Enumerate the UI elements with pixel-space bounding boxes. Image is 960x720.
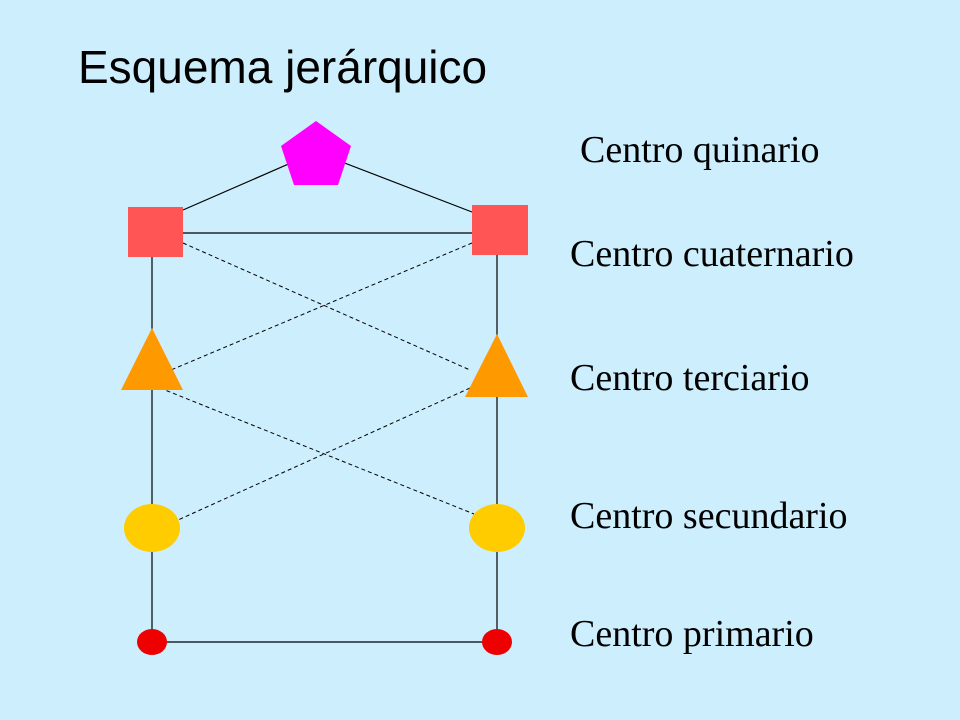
edge-terciario-left-to-secundario-right [159, 387, 475, 515]
centro-primario-right-dot [482, 629, 512, 655]
centro-secundario-left-ellipse [124, 504, 180, 552]
edge-cuaternario-right-to-terciario-left [151, 242, 473, 379]
label-centro-quinario: Centro quinario [580, 129, 820, 171]
label-centro-secundario: Centro secundario [570, 495, 848, 537]
centro-quinario-pentagon [281, 121, 351, 185]
edge-terciario-right-to-secundario-left [177, 387, 471, 521]
solid-connectors [151, 151, 498, 643]
centro-cuaternario-left-square [128, 207, 183, 257]
centro-terciario-right-triangle [465, 334, 528, 397]
page-title: Esquema jerárquico [78, 41, 488, 93]
label-centro-terciario: Centro terciario [570, 357, 810, 399]
label-centro-cuaternario: Centro cuaternario [570, 233, 854, 275]
edge-cuaternario-left-to-terciario-right [182, 242, 471, 371]
centro-terciario-left-triangle [121, 328, 183, 390]
label-centro-primario: Centro primario [570, 613, 814, 655]
dashed-connectors [151, 242, 475, 521]
centro-cuaternario-right-square [472, 205, 528, 255]
centro-primario-left-dot [137, 629, 167, 655]
centro-secundario-right-ellipse [469, 504, 525, 552]
